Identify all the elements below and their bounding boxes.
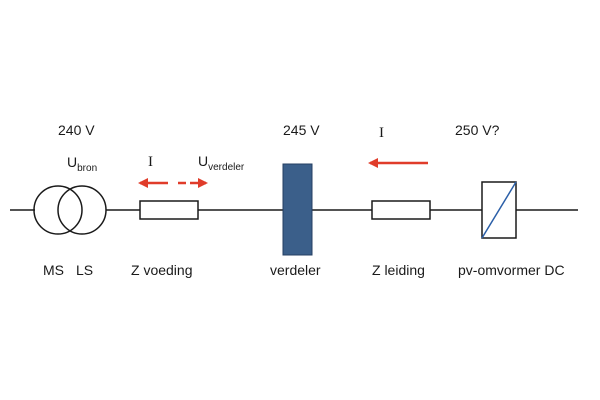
inverter-label: pv-omvormer DC [458, 262, 565, 278]
current-symbol-right: I [379, 125, 384, 141]
distribution-board-icon [282, 163, 313, 256]
current-symbol-left: I [148, 154, 153, 170]
voltage-distributor-label: 245 V [283, 122, 320, 138]
impedance-z-line [371, 200, 431, 220]
ls-label: LS [76, 262, 93, 278]
impedance-z-supply [139, 200, 199, 220]
z-line-label: Z leiding [372, 262, 425, 278]
u-distributor-label: Uverdeler [198, 153, 245, 173]
z-supply-label: Z voeding [131, 262, 192, 278]
current-arrows [138, 158, 428, 188]
voltage-source-label: 240 V [58, 122, 95, 138]
ms-label: MS [43, 262, 64, 278]
distributor-label: verdeler [270, 262, 321, 278]
inverter-icon [481, 181, 517, 239]
voltage-inverter-label: 250 V? [455, 122, 500, 138]
u-source-label: Ubron [67, 154, 97, 174]
transformer-icon [33, 185, 107, 235]
